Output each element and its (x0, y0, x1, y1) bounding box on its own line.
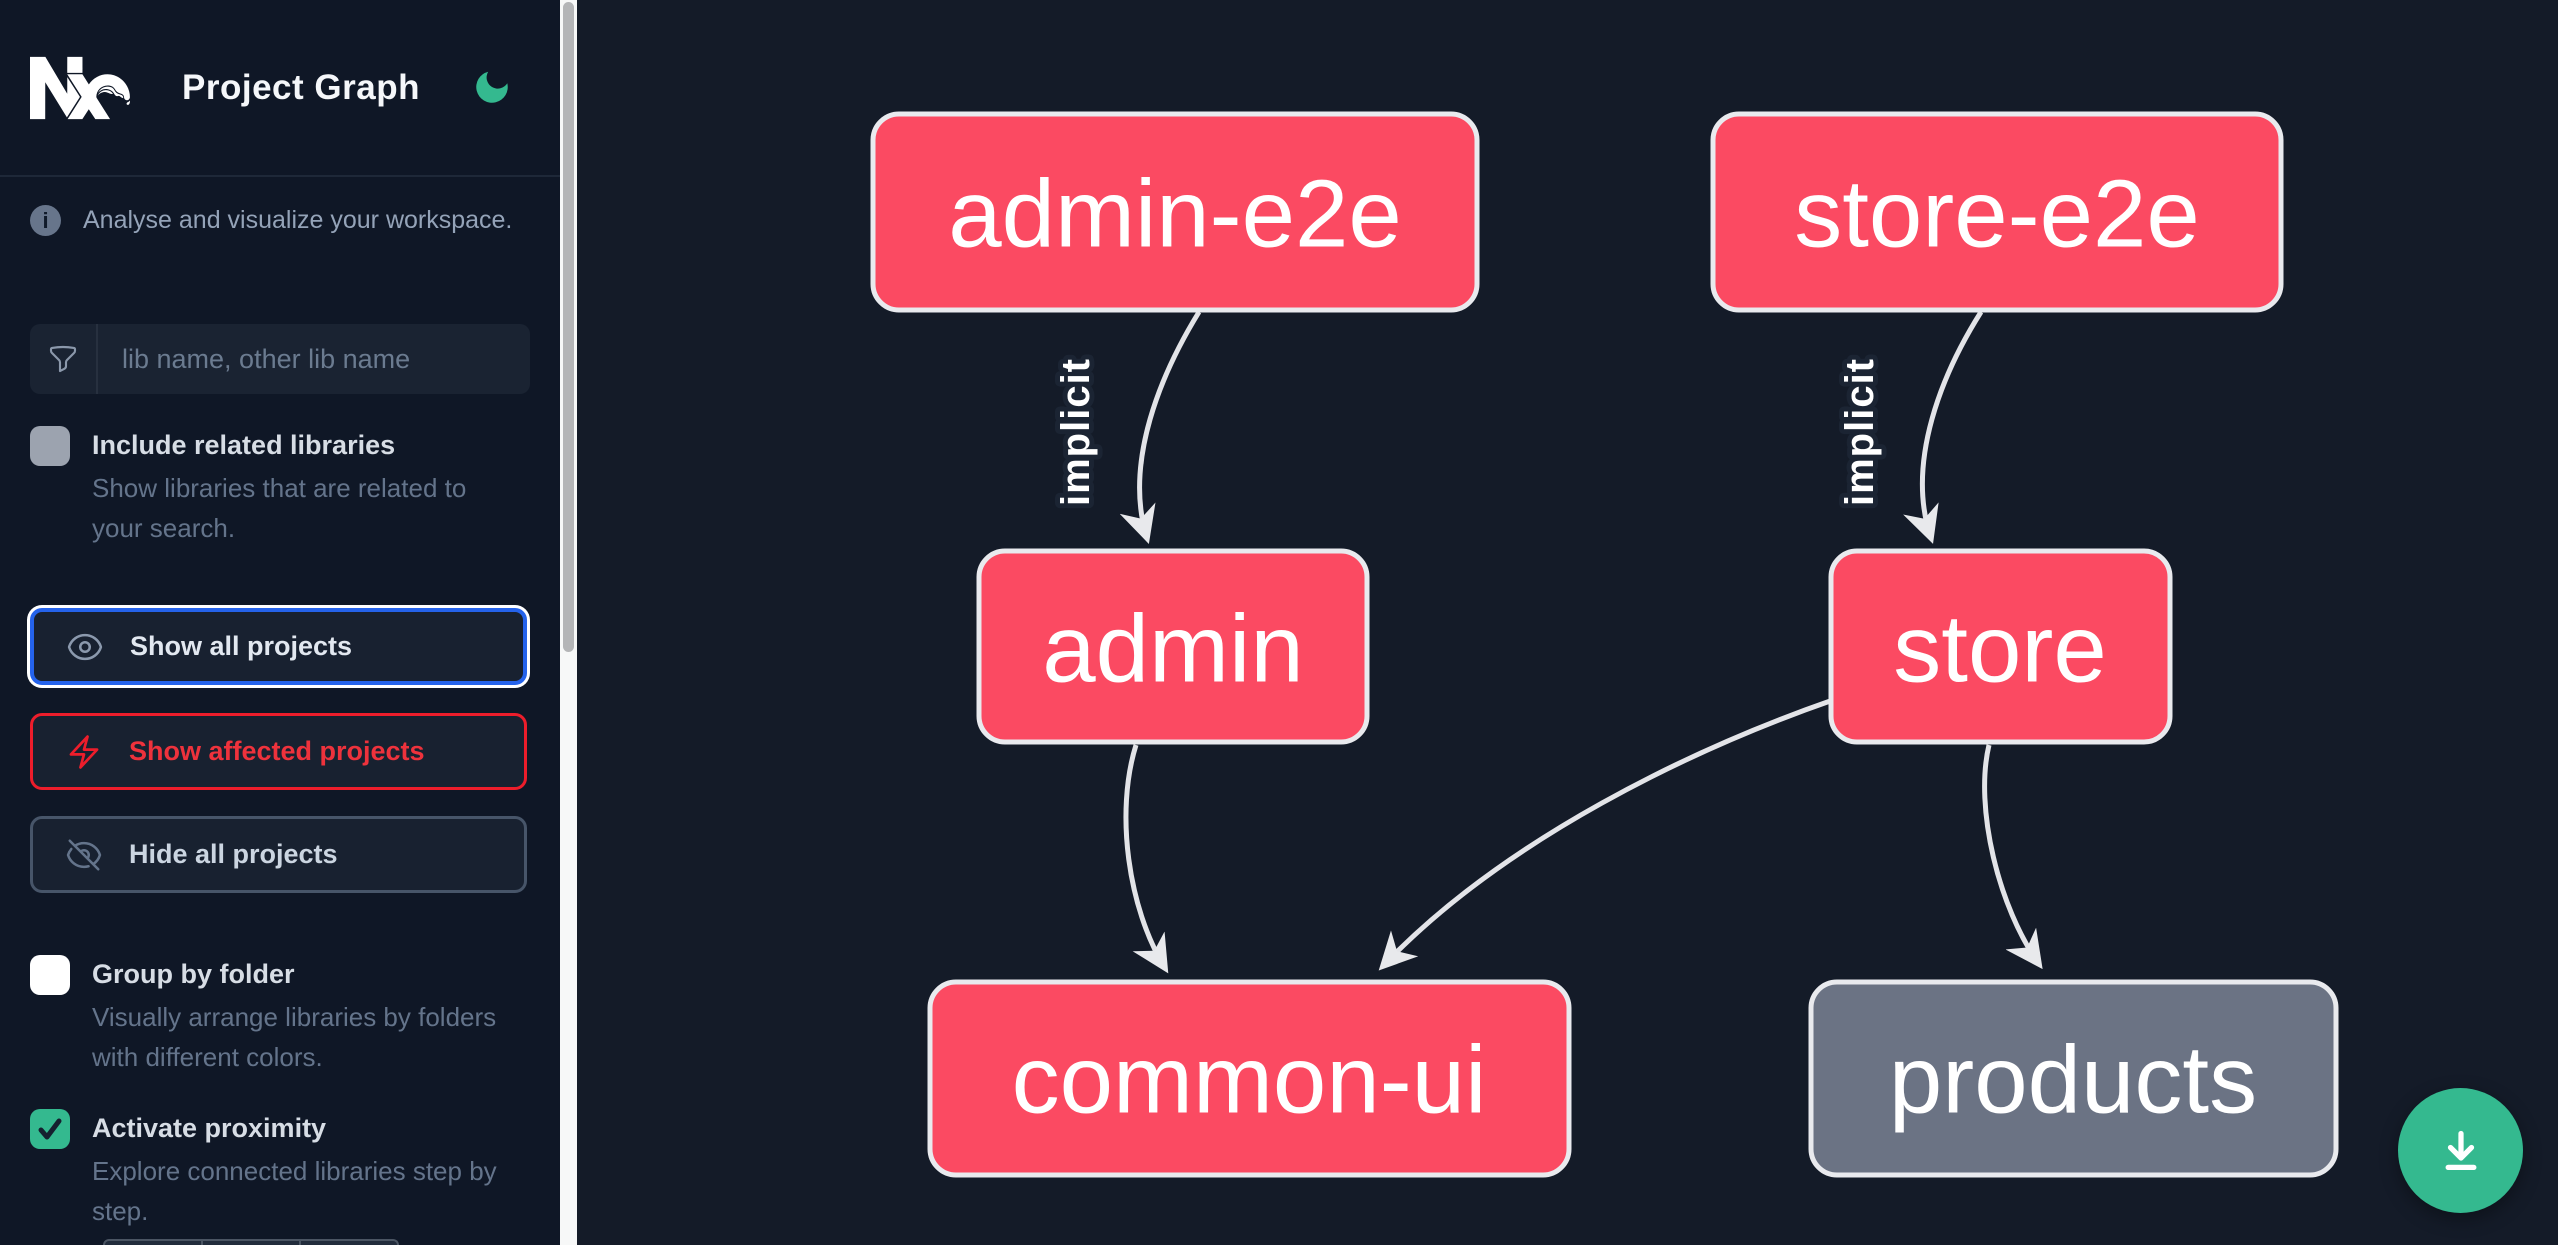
sidebar-scrollbar[interactable] (560, 0, 577, 1245)
edge-store-e2e-to-store[interactable]: implicit (1833, 310, 1984, 544)
edge-label-implicit: implicit (1838, 358, 1882, 506)
eye-off-icon (66, 838, 102, 871)
node-store[interactable]: store (1828, 548, 2173, 745)
funnel-icon (30, 324, 98, 394)
sidebar: Project Graph i Analyse and visualize yo… (0, 0, 560, 1245)
graph-canvas[interactable]: implicit implicit admin-e2e (577, 0, 2558, 1245)
toggle-label: Activate proximity (92, 1113, 327, 1143)
node-admin-e2e[interactable]: admin-e2e (870, 111, 1480, 313)
edge-admin-e2e-to-admin[interactable]: implicit (1049, 310, 1202, 544)
toggle-description: Explore connected libraries step by step… (92, 1156, 497, 1226)
scrollbar-thumb[interactable] (563, 2, 574, 652)
toggle-label: Group by folder (92, 959, 295, 989)
node-store-e2e[interactable]: store-e2e (1710, 111, 2284, 313)
button-label: Show affected projects (129, 736, 425, 766)
info-icon: i (30, 205, 61, 236)
show-affected-projects-button[interactable]: Show affected projects (30, 713, 527, 790)
filter-input[interactable] (98, 324, 530, 394)
workspace-intro: i Analyse and visualize your workspace. (30, 205, 530, 236)
node-label: store-e2e (1794, 161, 2200, 268)
bolt-icon (69, 734, 99, 769)
project-graph-svg: implicit implicit admin-e2e (870, 111, 2339, 1178)
show-all-projects-button[interactable]: Show all projects (30, 608, 527, 685)
node-label: store (1893, 596, 2106, 703)
toggle-description: Visually arrange libraries by folders wi… (92, 1002, 497, 1072)
checkbox-include-related[interactable] (30, 426, 70, 466)
toggle-group-by-folder[interactable]: Group by folder Visually arrange librari… (30, 955, 530, 1077)
toggle-label: Include related libraries (92, 430, 396, 460)
sidebar-header: Project Graph (0, 0, 560, 177)
edge-label-implicit: implicit (1054, 358, 1098, 506)
node-common-ui[interactable]: common-ui (927, 979, 1572, 1178)
eye-icon (67, 633, 103, 660)
checkbox-group-by-folder[interactable] (30, 955, 70, 995)
node-products[interactable]: products (1808, 979, 2339, 1178)
edge-admin-to-common-ui[interactable] (1123, 744, 1169, 974)
node-label: admin (1042, 596, 1303, 703)
filter-box (30, 324, 530, 394)
download-graph-button[interactable] (2398, 1088, 2523, 1213)
node-label: common-ui (1012, 1027, 1487, 1134)
node-admin[interactable]: admin (976, 548, 1370, 745)
hide-all-projects-button[interactable]: Hide all projects (30, 816, 527, 893)
node-label: admin-e2e (948, 161, 1402, 268)
check-icon (38, 1118, 62, 1140)
button-label: Hide all projects (129, 839, 338, 869)
theme-toggle-button[interactable] (470, 66, 514, 110)
intro-text: Analyse and visualize your workspace. (83, 206, 513, 234)
download-icon (2445, 1130, 2476, 1170)
toggle-include-related[interactable]: Include related libraries Show libraries… (30, 426, 530, 548)
edge-store-to-products[interactable] (1982, 744, 2043, 970)
nx-logo-icon (30, 56, 130, 119)
checkbox-activate-proximity[interactable] (30, 1109, 70, 1149)
node-label: products (1889, 1027, 2257, 1134)
toggle-description: Show libraries that are related to your … (92, 473, 467, 543)
toggle-activate-proximity[interactable]: Activate proximity Explore connected lib… (30, 1109, 530, 1231)
page-title: Project Graph (182, 67, 420, 107)
moon-icon (476, 71, 508, 103)
edge-store-to-common-ui[interactable] (1378, 697, 1834, 971)
button-label: Show all projects (130, 631, 353, 661)
proximity-stepper[interactable] (103, 1239, 399, 1245)
